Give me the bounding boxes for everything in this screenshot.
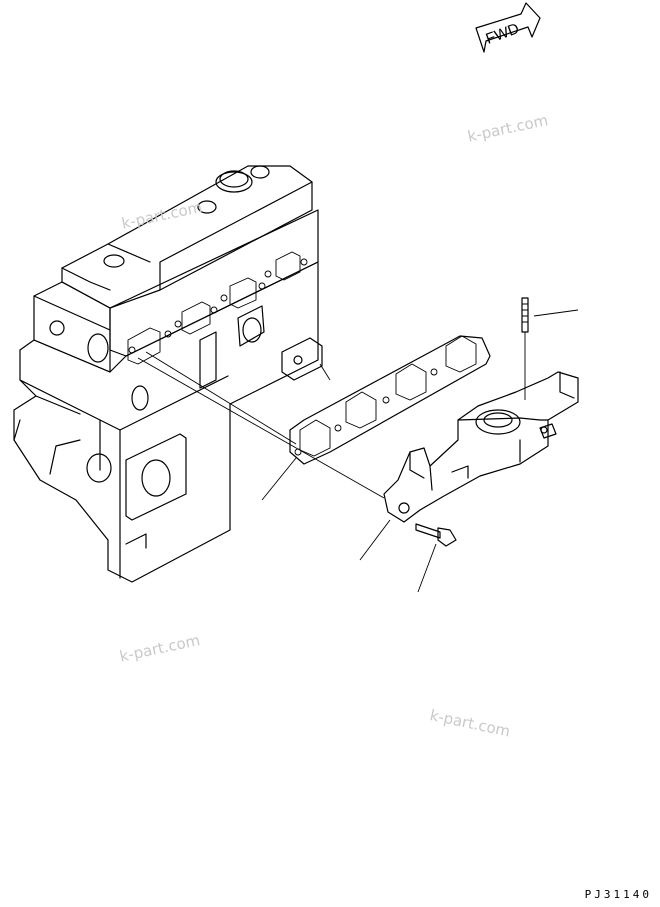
fwd-arrow-icon: FWD: [475, 2, 541, 53]
flange-bolt: [415, 523, 457, 547]
leader-lines: [137, 309, 579, 593]
figure-code: PJ31140: [584, 888, 652, 901]
exhaust-manifold: [383, 371, 579, 523]
engine-block: [13, 165, 323, 583]
manifold-gasket: [289, 335, 491, 465]
stud-bolt: [521, 297, 529, 400]
